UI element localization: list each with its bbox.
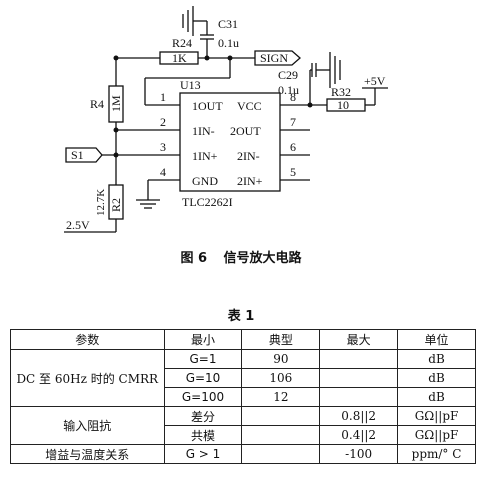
r4-value: 1M [109, 95, 123, 112]
table-row: 增益与温度关系 G > 1 -100 ppm/° C [10, 444, 476, 464]
cell-unit: dB [397, 368, 476, 388]
r2-value: 12.7K [95, 189, 107, 216]
cmrr-label: DC 至 60Hz 时的 CMRR [10, 349, 165, 407]
r24-ref: R24 [172, 36, 192, 50]
s1-port-label: S1 [71, 148, 84, 162]
cell-min: 共模 [163, 425, 243, 445]
pin-name: 1IN+ [192, 149, 218, 163]
cell-max: 0.4||2 [319, 425, 399, 445]
pin-name: 2OUT [230, 124, 261, 138]
r24-value: 1K [172, 51, 187, 65]
r32-value: 10 [337, 98, 349, 112]
pin-number: 2 [160, 115, 166, 129]
r2-ref: R2 [109, 198, 123, 212]
r4-ref: R4 [90, 97, 104, 111]
r32-ref: R32 [331, 85, 351, 99]
pin-number: 6 [290, 140, 296, 154]
table-row: 输入阻抗 差分 0.8||2 GΩ||pF [10, 406, 476, 445]
column-header: 参数 [10, 329, 165, 350]
figure-caption: 图 6 信号放大电路 [0, 247, 482, 266]
column-header: 最大 [319, 329, 399, 350]
pin-name: VCC [237, 99, 262, 113]
cell-typ [241, 444, 321, 464]
chip-part: TLC2262I [182, 195, 233, 209]
cell-unit: dB [397, 349, 476, 369]
cell-max: 0.8||2 [319, 406, 399, 426]
cell-unit: ppm/° C [397, 444, 476, 464]
cell-unit: GΩ||pF [397, 425, 476, 445]
c31-ref: C31 [218, 17, 238, 31]
cell-unit: dB [397, 387, 476, 407]
cell-min: 差分 [163, 406, 243, 426]
impedance-label: 输入阻抗 [10, 406, 165, 445]
supply-label: +5V [364, 74, 386, 88]
cell-typ [241, 406, 321, 426]
pin-name: 1IN- [192, 124, 215, 138]
pin-number: 1 [160, 90, 166, 104]
pin-name: 2IN+ [237, 174, 263, 188]
cell-min: G=1 [163, 349, 243, 369]
cell-typ: 90 [241, 349, 321, 369]
table-row: DC 至 60Hz 时的 CMRR G=1 90 dB [10, 349, 476, 407]
table-header-row: 参数 最小 典型 最大 单位 [10, 329, 476, 350]
sign-port-label: SIGN [260, 51, 288, 65]
c29-ref: C29 [278, 68, 298, 82]
cell-typ: 106 [241, 368, 321, 388]
c29-value: 0.1u [278, 83, 299, 97]
cell-max [319, 368, 399, 388]
cell-max [319, 387, 399, 407]
cell-min: G=10 [163, 368, 243, 388]
spec-table: 参数 最小 典型 最大 单位 DC 至 60Hz 时的 CMRR G=1 90 … [10, 329, 476, 464]
column-header: 单位 [397, 329, 476, 350]
cell-min: G=100 [163, 387, 243, 407]
ref-voltage-label: 2.5V [66, 218, 90, 232]
pin-number: 7 [290, 115, 296, 129]
pin-number: 8 [290, 90, 296, 104]
figure-title: 信号放大电路 [223, 251, 302, 266]
column-header: 典型 [241, 329, 321, 350]
cell-max [319, 349, 399, 369]
chip-ref: U13 [180, 78, 201, 92]
column-header: 最小 [163, 329, 243, 350]
amplifier-schematic: C31 0.1u R24 1K SIGN C29 0.1u R32 10 +5V… [64, 6, 388, 233]
cell-unit: GΩ||pF [397, 406, 476, 426]
cell-typ [241, 425, 321, 445]
figure-number: 图 6 [180, 251, 208, 266]
c31-value: 0.1u [218, 36, 239, 50]
pin-number: 3 [160, 140, 166, 154]
table-row: G=10 106 dB [11, 368, 476, 388]
pin-name: GND [192, 174, 218, 188]
cell-typ: 12 [241, 387, 321, 407]
cell-max: -100 [319, 444, 399, 464]
temp-label: 增益与温度关系 [10, 444, 165, 464]
pin-number: 5 [290, 165, 296, 179]
pin-name: 2IN- [237, 149, 260, 163]
table-caption: 表 1 [227, 309, 255, 324]
cell-min: G > 1 [163, 444, 243, 464]
pin-number: 4 [160, 165, 166, 179]
pin-name: 1OUT [192, 99, 223, 113]
